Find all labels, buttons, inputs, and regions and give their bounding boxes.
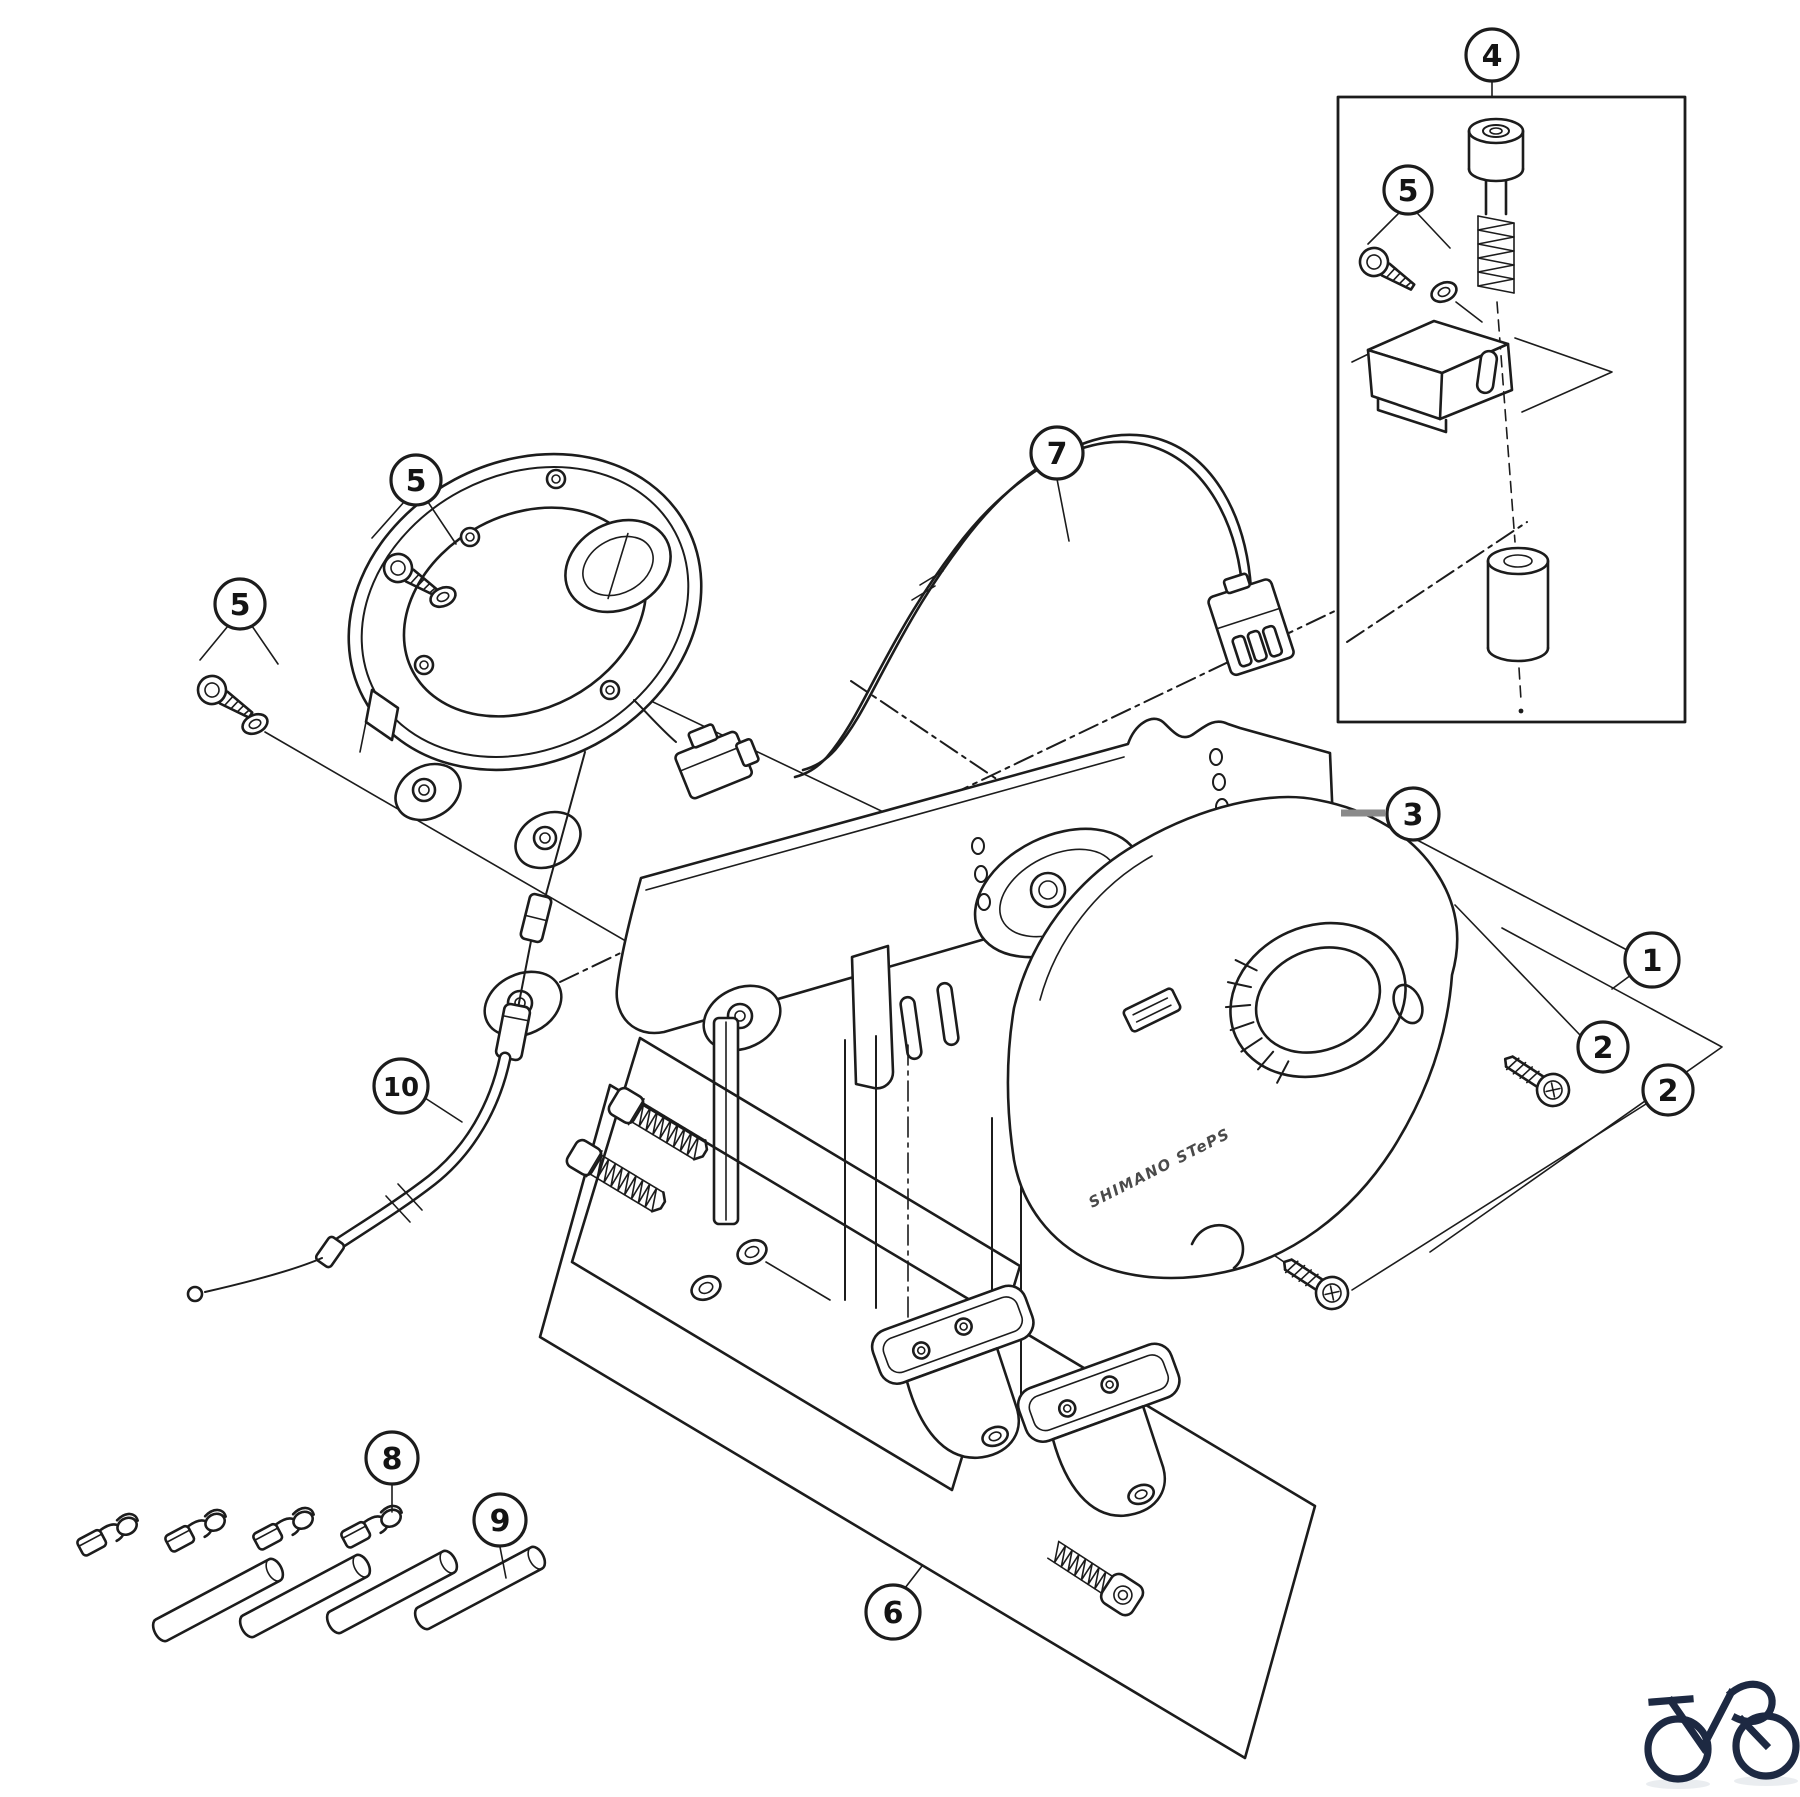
clamp-bracket-left bbox=[870, 1284, 1035, 1460]
motor-cover: SHIMANO STePS bbox=[1006, 795, 1459, 1280]
svg-text:5: 5 bbox=[1398, 174, 1419, 209]
callout-9: 9 bbox=[472, 1492, 528, 1548]
clamp-bracket-right bbox=[1016, 1342, 1181, 1518]
terminal-kit bbox=[76, 1504, 547, 1643]
crank-ring bbox=[1224, 921, 1407, 1084]
plate-tab bbox=[850, 944, 895, 1090]
hardware-panel bbox=[538, 1036, 1317, 1760]
cover-screw-right bbox=[1503, 1055, 1571, 1108]
callout-8: 8 bbox=[364, 1430, 420, 1486]
cover-leaders bbox=[1239, 829, 1723, 1291]
callout-5-upper: 5 bbox=[389, 453, 443, 507]
wire-terminal bbox=[164, 1508, 227, 1553]
shrink-tube bbox=[325, 1549, 459, 1635]
drive-unit bbox=[347, 452, 760, 870]
shrink-tube bbox=[413, 1545, 547, 1631]
svg-text:5: 5 bbox=[406, 464, 427, 499]
svg-text:6: 6 bbox=[883, 1596, 904, 1631]
cover-screw-bottom bbox=[1282, 1258, 1350, 1311]
callout-4: 4 bbox=[1464, 27, 1520, 83]
svg-text:1: 1 bbox=[1642, 944, 1663, 979]
mounting-plate bbox=[483, 717, 1341, 1397]
drive-unit-connector bbox=[674, 723, 760, 800]
callouts-layer: 4 5 5 5 7 3 1 2 2 10 bbox=[213, 27, 1695, 1641]
screw5-left-group bbox=[196, 625, 279, 736]
wire-connector bbox=[1207, 572, 1295, 677]
clamp-socket-bolt bbox=[1047, 1540, 1145, 1617]
callout-2-upper: 2 bbox=[1576, 1020, 1630, 1074]
fixing-bolt bbox=[607, 1086, 709, 1161]
callout-10: 10 bbox=[372, 1057, 430, 1115]
callout-5-left: 5 bbox=[213, 577, 267, 631]
callout-5-box: 5 bbox=[1382, 164, 1434, 216]
svg-text:2: 2 bbox=[1658, 1074, 1679, 1109]
spacer bbox=[1486, 546, 1550, 714]
svg-text:5: 5 bbox=[230, 588, 251, 623]
callout-3: 3 bbox=[1385, 786, 1441, 842]
cover-sticker bbox=[1122, 987, 1182, 1033]
screw5-box-group bbox=[1358, 213, 1483, 323]
callout-6: 6 bbox=[864, 1583, 922, 1641]
shrink-tube bbox=[151, 1557, 285, 1643]
cable-break-mark bbox=[911, 570, 944, 601]
svg-text:10: 10 bbox=[383, 1073, 419, 1103]
wire-terminal bbox=[252, 1506, 315, 1551]
screw5-upper-group bbox=[371, 501, 457, 609]
callout-2-lower: 2 bbox=[1641, 1063, 1695, 1117]
svg-text:4: 4 bbox=[1482, 39, 1503, 74]
callout-1: 1 bbox=[1623, 931, 1681, 989]
wire-terminal bbox=[76, 1512, 139, 1557]
housing-break-mark bbox=[385, 1183, 423, 1223]
shrink-tube bbox=[238, 1553, 372, 1639]
wire-terminal bbox=[340, 1504, 403, 1549]
clamp-mount-bracket bbox=[1351, 319, 1613, 434]
svg-text:9: 9 bbox=[490, 1504, 511, 1539]
crank-boss bbox=[564, 518, 672, 614]
electric-wire bbox=[793, 433, 1295, 779]
cover-screw-tab bbox=[1190, 1223, 1245, 1270]
fixing-bolt bbox=[565, 1138, 667, 1213]
bicycle-logo bbox=[1644, 1680, 1800, 1789]
callout-7: 7 bbox=[1029, 425, 1085, 481]
svg-text:3: 3 bbox=[1403, 798, 1424, 833]
cable-assembly bbox=[186, 751, 586, 1303]
cable-end-cap bbox=[186, 1285, 204, 1303]
svg-text:8: 8 bbox=[382, 1442, 403, 1477]
svg-text:2: 2 bbox=[1593, 1031, 1614, 1066]
svg-text:7: 7 bbox=[1047, 437, 1068, 472]
